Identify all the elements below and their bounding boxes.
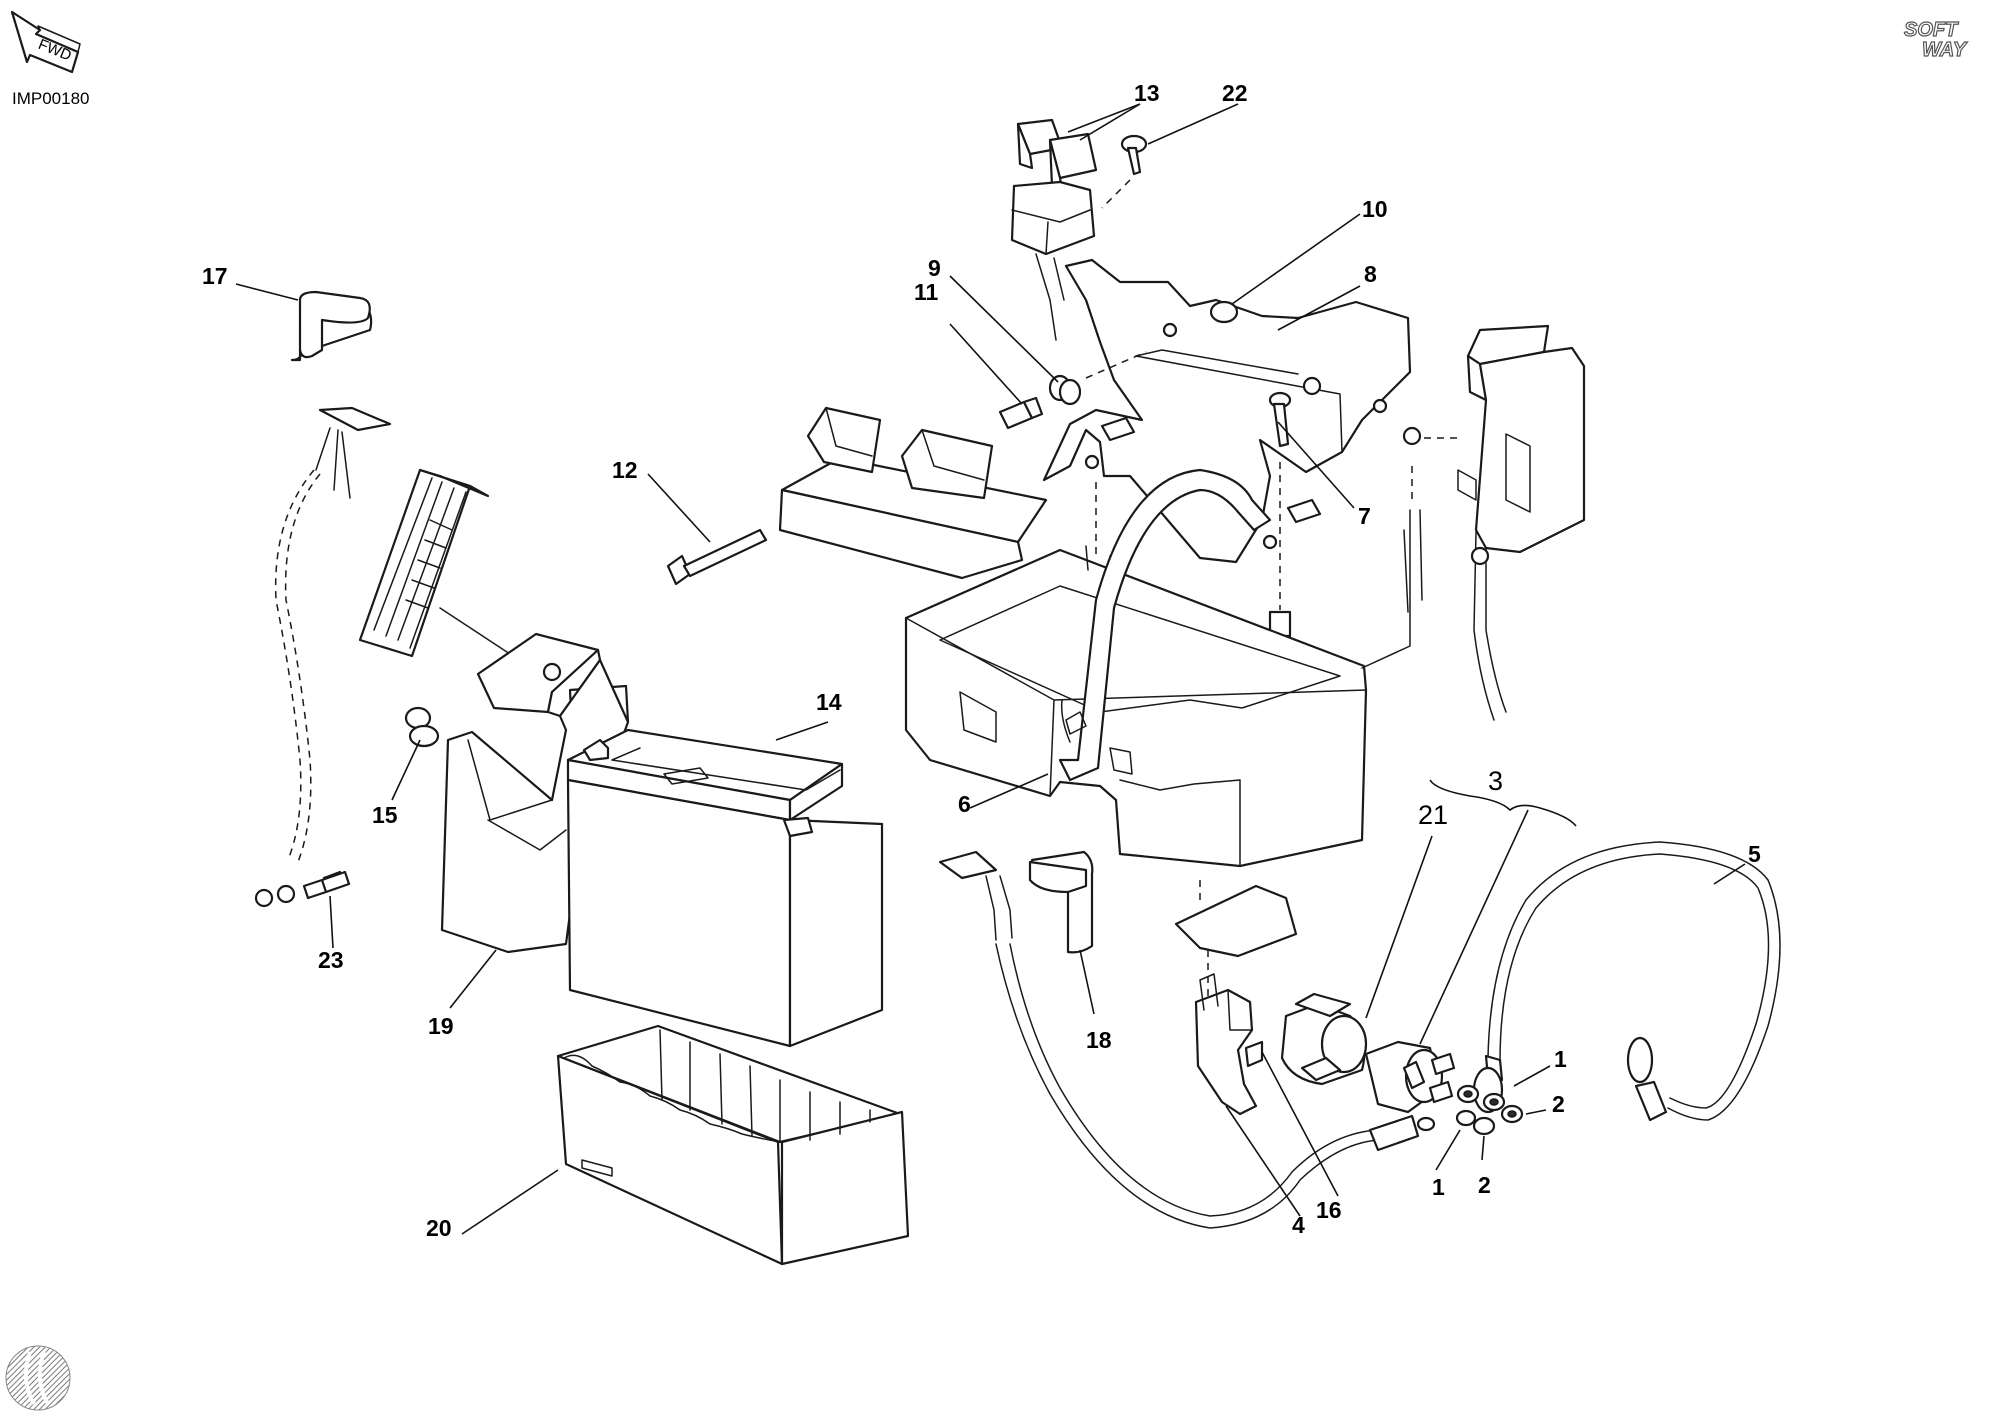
screw-22-part — [1120, 134, 1148, 176]
nut-part — [1209, 300, 1239, 324]
callout-21: 21 — [1418, 800, 1448, 830]
positive-cable-part — [938, 850, 1436, 1229]
callout-10: 10 — [1362, 196, 1388, 222]
callout-6: 6 — [958, 791, 971, 817]
grommet-part — [404, 706, 440, 748]
callout-9: 9 — [928, 255, 941, 281]
callout-1: 1 — [1554, 1046, 1567, 1072]
rubber-strap-part — [1058, 468, 1272, 782]
logo-line2: WAY — [1922, 39, 1968, 61]
callout-22: 22 — [1222, 80, 1248, 106]
callout-3: 3 — [1488, 766, 1503, 796]
callout-13: 13 — [1134, 80, 1160, 106]
callout-12: 12 — [612, 457, 638, 483]
callout-11: 11 — [914, 279, 939, 305]
softway-logo: SOFT WAY — [1903, 18, 1968, 61]
washers-nuts-part — [1455, 1084, 1524, 1136]
lower-mount-part — [1174, 884, 1298, 958]
callouts: 1 2 1 2 3 4 5 6 7 8 9 10 11 12 13 14 15 … — [202, 80, 1761, 1241]
battery-part — [566, 728, 884, 1048]
starter-cable-part — [1472, 841, 1781, 1122]
screw-part — [998, 396, 1044, 430]
starter-solenoid-part — [1364, 1040, 1456, 1114]
callout-7: 7 — [1358, 503, 1371, 529]
group-brace — [1429, 779, 1577, 827]
callout-18: 18 — [1086, 1027, 1112, 1053]
callout-8: 8 — [1364, 261, 1377, 287]
callout-17: 17 — [202, 263, 228, 289]
bush-part — [1048, 374, 1082, 406]
negative-cable-part — [254, 406, 392, 908]
fwd-arrow-icon: FWD — [10, 10, 81, 74]
solenoid-cap-part — [1280, 992, 1368, 1086]
bolt-part — [302, 870, 351, 900]
callout-2: 2 — [1552, 1091, 1565, 1117]
long-bolt-part — [666, 528, 768, 586]
callout-2b: 2 — [1478, 1172, 1491, 1198]
solenoid-bracket-part — [1194, 973, 1264, 1116]
callout-19: 19 — [428, 1013, 454, 1039]
control-unit-part — [778, 406, 1048, 580]
logo-line1: SOFT — [1904, 19, 1959, 41]
mounting-bracket-part — [1042, 258, 1422, 564]
battery-tray-part — [556, 1024, 910, 1266]
leader-lines — [235, 103, 1746, 1235]
callout-16: 16 — [1316, 1197, 1342, 1223]
relay-base-part — [1010, 180, 1096, 341]
battery-holder-part — [440, 632, 630, 954]
battery-box-part — [904, 509, 1423, 868]
terminal-cap-part — [290, 290, 373, 362]
callout-14: 14 — [816, 689, 842, 715]
callout-20: 20 — [426, 1215, 452, 1241]
terminal-cap-18-part — [1028, 850, 1094, 954]
fuse-box-part — [358, 468, 511, 658]
connector-module-part — [1457, 324, 1586, 721]
diagram-code: IMP00180 — [12, 89, 90, 108]
watermark-seal — [5, 1345, 71, 1411]
callout-15: 15 — [372, 802, 398, 828]
callout-4: 4 — [1292, 1212, 1305, 1238]
callout-23: 23 — [318, 947, 344, 973]
callout-1b: 1 — [1432, 1174, 1445, 1200]
relays-part — [1016, 118, 1098, 192]
callout-5: 5 — [1748, 841, 1761, 867]
